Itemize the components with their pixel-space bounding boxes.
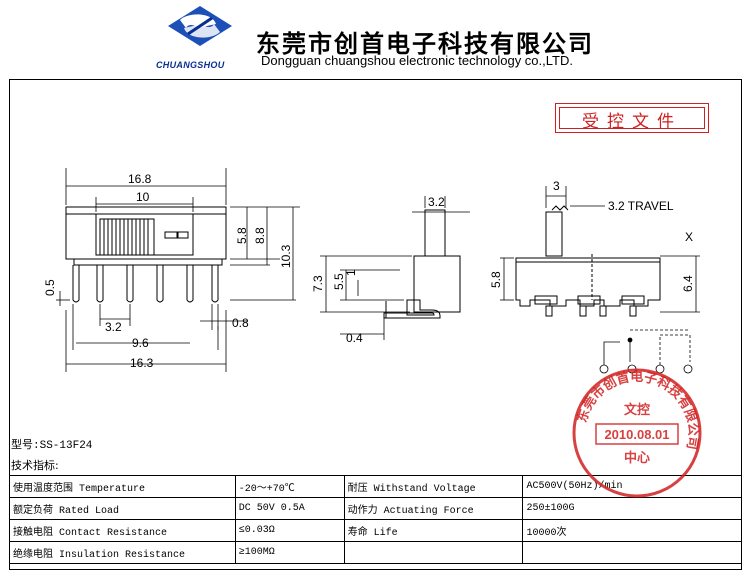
dim-top-x: X [685, 230, 693, 244]
top-view [515, 205, 661, 317]
spec-cell: 接触电阻 Contact Resistance [9, 519, 236, 542]
dim-top-right-height: 6.4 [681, 275, 695, 292]
spec-cell: 250±100G [522, 497, 742, 520]
dim-side-mid-height: 5.5 [332, 273, 346, 290]
spec-cell: 动作力 Actuating Force [343, 497, 524, 520]
table-row: 接触电阻 Contact Resistance ≤0.03Ω 寿命 Life 1… [9, 519, 742, 542]
spec-cell: 寿命 Life [343, 519, 524, 542]
spec-cell [343, 541, 524, 564]
front-view-dimensions [56, 168, 300, 372]
dim-top-left-height: 5.8 [489, 271, 503, 288]
spec-cell: ≥100MΩ [234, 541, 345, 564]
company-name-cn: 东莞市创首电子科技有限公司 [256, 30, 594, 58]
dim-front-slot-height: 5.8 [235, 227, 249, 244]
front-view-slider-hatch [103, 219, 149, 255]
dim-pin-offset: 0.5 [43, 279, 57, 296]
top-view-dimensions [500, 186, 700, 313]
spec-cell [522, 541, 742, 564]
model-number: 型号:SS-13F24 [11, 440, 93, 452]
spec-cell: ≤0.03Ω [234, 519, 345, 542]
controlled-document-stamp: 受控文件 [555, 103, 709, 133]
spec-cell: DC 50V 0.5A [234, 497, 345, 520]
dim-front-total-height: 10.3 [279, 244, 293, 268]
company-seal-icon: 东莞市创首电子科技有限公司 文控 2010.08.01 中心 [572, 368, 702, 498]
controlled-document-label: 受控文件 [582, 112, 682, 132]
dim-front-slot-width: 10 [136, 190, 150, 204]
dim-base-width: 16.3 [130, 356, 154, 370]
dim-top-actuator: 3 [553, 179, 560, 193]
spec-table: 使用温度范围 Temperature -20～+70℃ 耐压 Withstand… [9, 475, 742, 564]
dim-front-total-width: 16.8 [128, 172, 152, 186]
drawing-frame [9, 79, 742, 570]
seal-date: 2010.08.01 [604, 427, 669, 442]
table-row: 绝缘电阻 Insulation Resistance ≥100MΩ [9, 541, 742, 564]
dim-side-actuator-width: 3.2 [428, 195, 445, 209]
company-logo-icon [168, 6, 232, 46]
spec-cell: -20～+70℃ [234, 475, 345, 498]
spec-cell: 使用温度范围 Temperature [9, 475, 236, 498]
front-view [65, 206, 227, 303]
dim-front-body-height: 8.8 [253, 227, 267, 244]
dim-pin-width: 0.8 [232, 316, 249, 330]
brand-name: CHUANGSHOU [156, 60, 225, 70]
document-header: CHUANGSHOU 东莞市创首电子科技有限公司 Dongguan chuang… [0, 0, 750, 78]
spec-cell: 绝缘电阻 Insulation Resistance [9, 541, 236, 564]
dim-side-thickness: 0.4 [346, 331, 363, 345]
side-view-dimensions [320, 196, 470, 340]
table-row: 额定负荷 Rated Load DC 50V 0.5A 动作力 Actuatin… [9, 497, 742, 520]
spec-cell: 额定负荷 Rated Load [9, 497, 236, 520]
seal-top-text: 文控 [624, 402, 650, 418]
spec-cell: 耐压 Withstand Voltage [343, 475, 524, 498]
company-name-en: Dongguan chuangshou electronic technolog… [261, 53, 573, 68]
dim-pin-span: 9.6 [132, 336, 149, 350]
dim-pin-pitch: 3.2 [105, 320, 122, 334]
side-view [383, 209, 461, 319]
tech-title: 技术指标: [11, 459, 59, 472]
spec-cell: 10000次 [522, 519, 742, 542]
dim-side-total-height: 7.3 [311, 275, 325, 292]
dim-top-travel: 3.2 TRAVEL [608, 199, 674, 213]
seal-bottom-text: 中心 [624, 450, 650, 466]
dim-side-small-height: 1 [344, 269, 358, 276]
